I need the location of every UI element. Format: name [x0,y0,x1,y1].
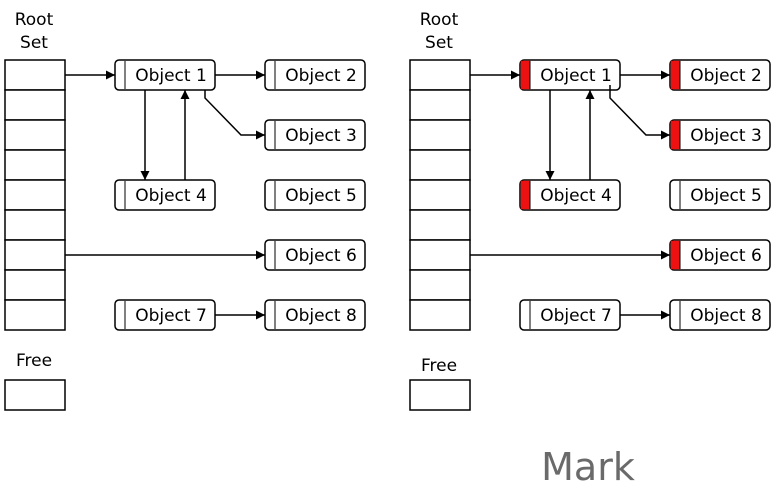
object-label: Object 1 [540,66,612,86]
object-label: Object 8 [690,306,762,326]
object-label: Object 7 [540,306,612,326]
object-label: Object 8 [285,306,357,326]
object-box: Object 8 [264,299,366,331]
object-label: Object 2 [690,66,762,86]
object-box: Object 5 [669,179,771,211]
object-box: Object 3 [669,119,771,151]
object-box: Object 7 [519,299,621,331]
object-box: Object 8 [669,299,771,331]
root-set-label-line2: Set [20,33,48,53]
root-set-label-line1: Root [420,10,459,30]
object-box: Object 6 [264,239,366,271]
object-label: Object 6 [690,246,762,266]
object-box: Object 4 [519,179,621,211]
object-box: Object 2 [669,59,771,91]
object-label: Object 7 [135,306,207,326]
object-label: Object 5 [690,186,762,206]
object-box: Object 1 [114,59,216,91]
object-box: Object 3 [264,119,366,151]
mark-bit [670,120,681,150]
free-label: Free [421,356,457,376]
free-list-box [409,379,471,411]
mark-bit [670,60,681,90]
mark-bit [520,60,531,90]
object-label: Object 1 [135,66,207,86]
root-set-label-line2: Set [425,33,453,53]
object-box: Object 4 [114,179,216,211]
root-set-stack [4,59,66,331]
object-label: Object 6 [285,246,357,266]
free-list-box [4,379,66,411]
object-label: Object 4 [135,186,207,206]
object-box: Object 2 [264,59,366,91]
right-panel: Root Set Free Object 1 Object 2 [409,10,771,411]
object-box: Object 6 [669,239,771,271]
mark-bit [520,180,531,210]
root-set-stack [409,59,471,331]
object-label: Object 3 [690,126,762,146]
object-label: Object 5 [285,186,357,206]
object-box: Object 1 [519,59,621,91]
object-label: Object 3 [285,126,357,146]
reference-arrows [470,70,670,320]
phase-caption: Mark [541,445,635,489]
free-label: Free [16,351,52,371]
reference-arrows [65,70,265,320]
object-label: Object 2 [285,66,357,86]
root-set-label-line1: Root [15,10,54,30]
left-panel: Root Set Free Object 1 Object 2 [4,10,366,411]
object-box: Object 5 [264,179,366,211]
object-box: Object 7 [114,299,216,331]
object-label: Object 4 [540,186,612,206]
mark-bit [670,240,681,270]
